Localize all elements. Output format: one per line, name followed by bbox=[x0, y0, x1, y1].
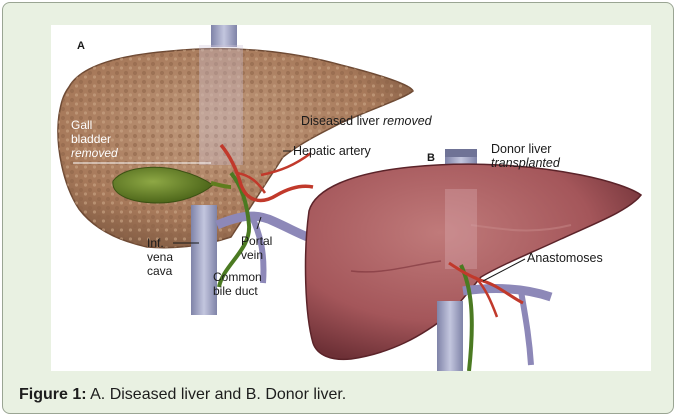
caption-text: A. Diseased liver and B. Donor liver. bbox=[87, 386, 347, 403]
inferior-vena-cava bbox=[191, 205, 217, 315]
label-donor-2: transplanted bbox=[491, 156, 561, 170]
label-hepatic-artery: Hepatic artery bbox=[293, 144, 372, 158]
label-donor-1: Donor liver bbox=[491, 142, 551, 156]
caption-label: Figure 1: bbox=[19, 386, 87, 403]
label-anastomoses: Anastomoses bbox=[527, 251, 603, 265]
label-gall-3: removed bbox=[71, 146, 118, 160]
label-gall-2: bladder bbox=[71, 132, 111, 146]
vena-cava-upper-a bbox=[211, 25, 237, 47]
label-common-2: bile duct bbox=[213, 284, 258, 298]
liver-diagram: A B Gall bladder removed Diseased liver … bbox=[51, 25, 651, 371]
liver-transplant-illustration: A B Gall bladder removed Diseased liver … bbox=[51, 25, 651, 371]
panel-b-letter: B bbox=[427, 152, 435, 164]
label-ivc-2: vena bbox=[147, 250, 173, 264]
label-portal-1: Portal bbox=[241, 234, 272, 248]
figure-caption: Figure 1: A. Diseased liver and B. Donor… bbox=[19, 386, 346, 404]
label-ivc-3: cava bbox=[147, 264, 173, 278]
label-ivc-1: Inf. bbox=[147, 236, 164, 250]
panel-a-letter: A bbox=[77, 40, 85, 52]
label-gall-1: Gall bbox=[71, 118, 92, 132]
figure-card: A B Gall bladder removed Diseased liver … bbox=[2, 2, 674, 414]
label-portal-2: vein bbox=[241, 248, 263, 262]
label-common-1: Common bbox=[213, 270, 262, 284]
label-diseased-liver: Diseased liver removed bbox=[301, 114, 433, 128]
